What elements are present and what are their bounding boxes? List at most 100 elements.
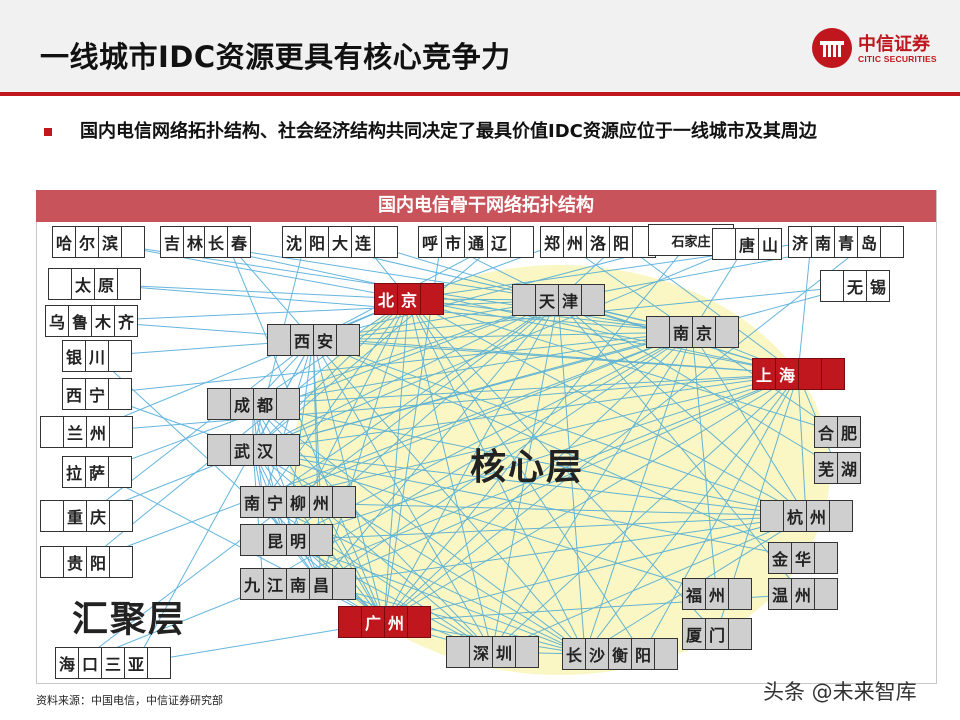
node-blank-cell bbox=[821, 271, 844, 301]
node-blank-cell bbox=[110, 501, 132, 531]
node-char: 宁 bbox=[86, 379, 109, 409]
node-blank-cell bbox=[41, 417, 64, 447]
node-char: 肥 bbox=[840, 424, 857, 443]
node-char: 哈 bbox=[53, 227, 76, 257]
node-harbin: 哈尔滨 bbox=[52, 226, 145, 258]
node-char: 州 bbox=[87, 417, 110, 447]
node-char: 州 bbox=[385, 607, 408, 637]
node-blank-cell bbox=[109, 457, 131, 487]
node-char: 西 bbox=[63, 379, 86, 409]
node-blank-cell bbox=[513, 285, 536, 315]
network-link bbox=[252, 449, 803, 559]
node-blank-cell bbox=[277, 389, 299, 419]
node-char: 武 bbox=[231, 435, 254, 465]
node-char: 昌 bbox=[310, 569, 333, 599]
node-char: 唐 bbox=[736, 229, 759, 259]
node-blank-cell bbox=[655, 639, 677, 669]
node-tianjin: 天津 bbox=[512, 284, 605, 316]
node-liuzhou: 柳州 bbox=[286, 486, 356, 518]
node-yinchuan: 银川 bbox=[62, 340, 132, 372]
node-jiujiang: 九江 bbox=[240, 568, 287, 600]
node-char: 济 bbox=[789, 227, 812, 257]
node-wenzhou: 温州 bbox=[768, 578, 838, 610]
network-link bbox=[96, 299, 559, 473]
node-blank-cell bbox=[647, 317, 670, 347]
node-char: 海 bbox=[56, 648, 79, 678]
node-blank-cell bbox=[375, 227, 397, 257]
node-char: 京 bbox=[693, 317, 716, 347]
bullet-icon bbox=[44, 128, 52, 136]
node-blank-cell bbox=[447, 637, 470, 667]
node-blank-cell bbox=[41, 501, 64, 531]
citic-logo: 中信证券 CITIC SECURITIES bbox=[812, 28, 947, 72]
node-char: 长 bbox=[205, 227, 228, 257]
node-char: 上 bbox=[753, 359, 776, 389]
node-char: 津 bbox=[559, 285, 582, 315]
node-char: 温 bbox=[769, 579, 792, 609]
network-link bbox=[285, 373, 799, 541]
node-char: 合 bbox=[815, 417, 838, 447]
network-link bbox=[320, 501, 385, 623]
core-layer-label: 核心层 bbox=[470, 447, 585, 488]
node-jinan: 济南 bbox=[788, 226, 835, 258]
network-link bbox=[312, 339, 803, 559]
node-taiyuan: 太原 bbox=[48, 268, 141, 300]
node-blank-cell bbox=[277, 435, 299, 465]
node-char: 长 bbox=[563, 639, 586, 669]
node-char: 南 bbox=[241, 487, 264, 517]
node-char: 山 bbox=[761, 236, 778, 255]
node-guangzhou: 广州 bbox=[338, 606, 431, 638]
node-guiyang: 贵阳 bbox=[40, 546, 133, 578]
node-char: 州 bbox=[706, 579, 729, 609]
node-blank-cell bbox=[582, 285, 604, 315]
node-char: 南 bbox=[287, 569, 310, 599]
node-blank-cell bbox=[713, 229, 736, 259]
node-char: 华 bbox=[792, 543, 815, 573]
node-char: 圳 bbox=[493, 637, 516, 667]
node-char: 南 bbox=[670, 317, 693, 347]
node-char: 阳 bbox=[610, 227, 633, 257]
page-title: 一线城市IDC资源更具有核心竞争力 bbox=[40, 40, 511, 74]
node-changsha: 长沙 bbox=[562, 638, 609, 670]
node-blank-cell bbox=[268, 325, 291, 355]
node-char: 呼 bbox=[419, 227, 442, 257]
node-char: 滨 bbox=[99, 227, 122, 257]
node-blank-cell bbox=[110, 417, 132, 447]
network-link bbox=[320, 515, 807, 585]
node-char: 林 bbox=[186, 234, 203, 253]
node-nanjing: 南京 bbox=[646, 316, 739, 348]
node-chongqing: 重庆 bbox=[40, 500, 133, 532]
node-changchun: 长春 bbox=[204, 226, 251, 258]
node-char: 州 bbox=[566, 234, 583, 253]
logo-text-en: CITIC SECURITIES bbox=[858, 54, 937, 64]
network-link bbox=[226, 241, 385, 623]
node-char: 吉 bbox=[161, 227, 184, 257]
node-char: 门 bbox=[706, 619, 729, 649]
node-blank-cell bbox=[122, 227, 144, 257]
network-link bbox=[383, 239, 692, 623]
title-bar bbox=[0, 0, 960, 92]
node-char: 萨 bbox=[86, 457, 109, 487]
node-char: 厦 bbox=[683, 619, 706, 649]
node-nanchang: 南昌 bbox=[286, 568, 356, 600]
node-char: 西 bbox=[291, 325, 314, 355]
network-link bbox=[252, 403, 807, 517]
node-char: 宁 bbox=[266, 494, 283, 513]
network-link bbox=[252, 373, 799, 405]
network-link bbox=[620, 241, 799, 375]
network-link bbox=[252, 243, 747, 451]
node-hefei: 合肥 bbox=[814, 416, 861, 448]
node-char: 芜 bbox=[815, 453, 838, 483]
node-tongliao: 通辽 bbox=[464, 226, 534, 258]
network-link bbox=[90, 320, 799, 375]
network-link bbox=[77, 299, 559, 664]
node-haikou: 海口 bbox=[55, 647, 102, 679]
network-link bbox=[320, 583, 586, 655]
node-char: 亚 bbox=[125, 648, 148, 678]
network-link bbox=[557, 299, 838, 469]
node-char: 天 bbox=[536, 285, 559, 315]
logo-text-cn: 中信证券 bbox=[858, 34, 930, 55]
node-char: 乌 bbox=[46, 306, 69, 336]
node-jinhua: 金华 bbox=[768, 542, 838, 574]
network-link bbox=[97, 241, 409, 300]
